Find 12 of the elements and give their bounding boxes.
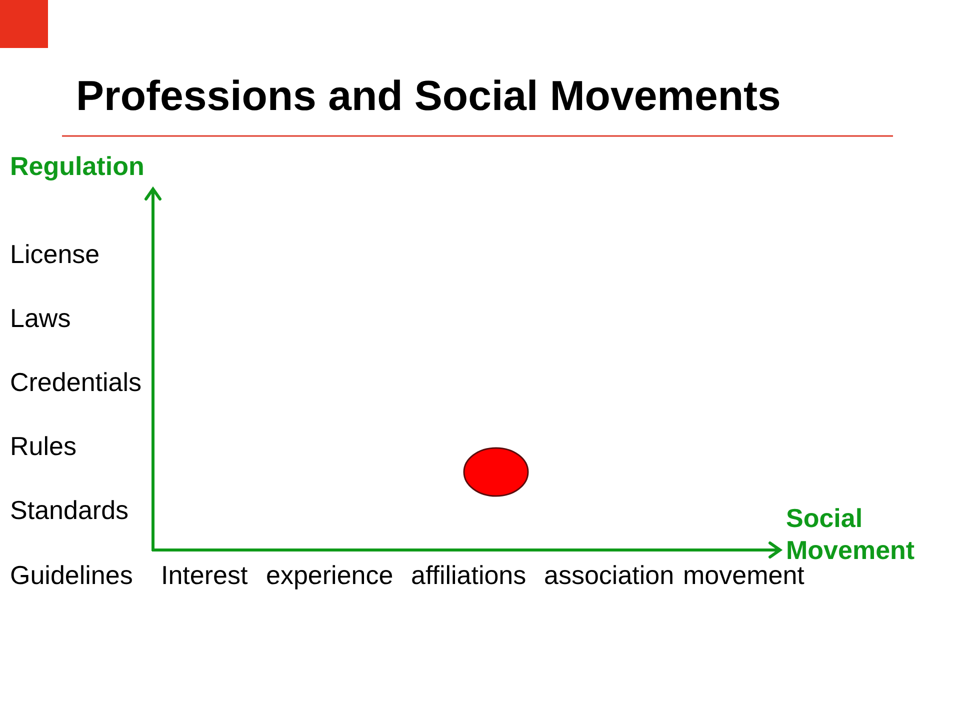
scale-label: association	[544, 560, 674, 590]
scale-label: Guidelines	[10, 560, 133, 590]
scale-label: Laws	[10, 303, 71, 333]
scale-label: Credentials	[10, 367, 142, 397]
axis-label: Regulation	[10, 151, 144, 181]
scale-label: Rules	[10, 431, 76, 461]
scale-label: affiliations	[411, 560, 526, 590]
scale-label: experience	[266, 560, 394, 590]
scale-label: Standards	[10, 495, 129, 525]
scale-label: Interest	[161, 560, 248, 590]
scale-label: License	[10, 239, 100, 269]
slide-title: Professions and Social Movements	[76, 72, 781, 120]
